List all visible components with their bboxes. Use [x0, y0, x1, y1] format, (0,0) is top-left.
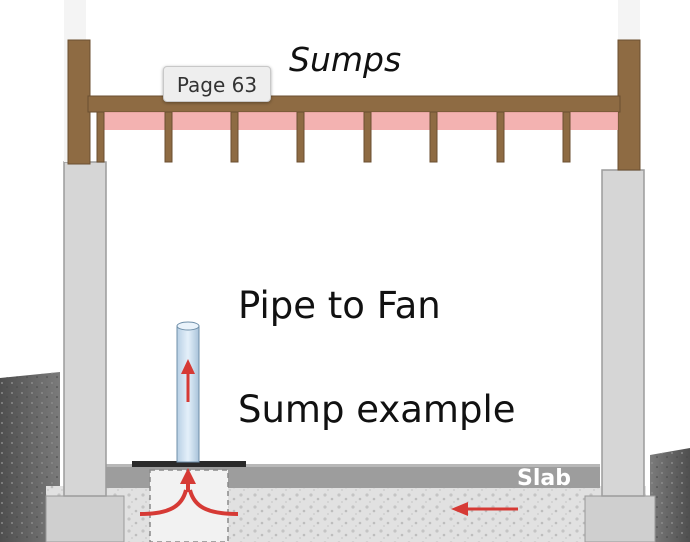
gravel-bed [46, 486, 646, 542]
left-foundation-wall [63, 161, 107, 497]
split-arrow-head [180, 468, 196, 484]
up-arrow-icon [181, 359, 195, 402]
left-footing [45, 495, 125, 542]
sump-label: Sump example [238, 388, 516, 431]
upper-framing [64, 0, 641, 171]
insulation-band [100, 112, 618, 130]
left-arrow-icon [451, 502, 518, 516]
soil [0, 372, 690, 542]
slab-label: Slab [517, 466, 571, 491]
right-footing [584, 495, 656, 542]
page-tag: Page 63 [163, 66, 271, 102]
pipe-label: Pipe to Fan [238, 284, 441, 327]
sump-cover [132, 461, 246, 467]
floor-joists [96, 111, 571, 163]
diagram-title: Sumps [289, 40, 402, 79]
right-foundation-wall [601, 169, 645, 497]
